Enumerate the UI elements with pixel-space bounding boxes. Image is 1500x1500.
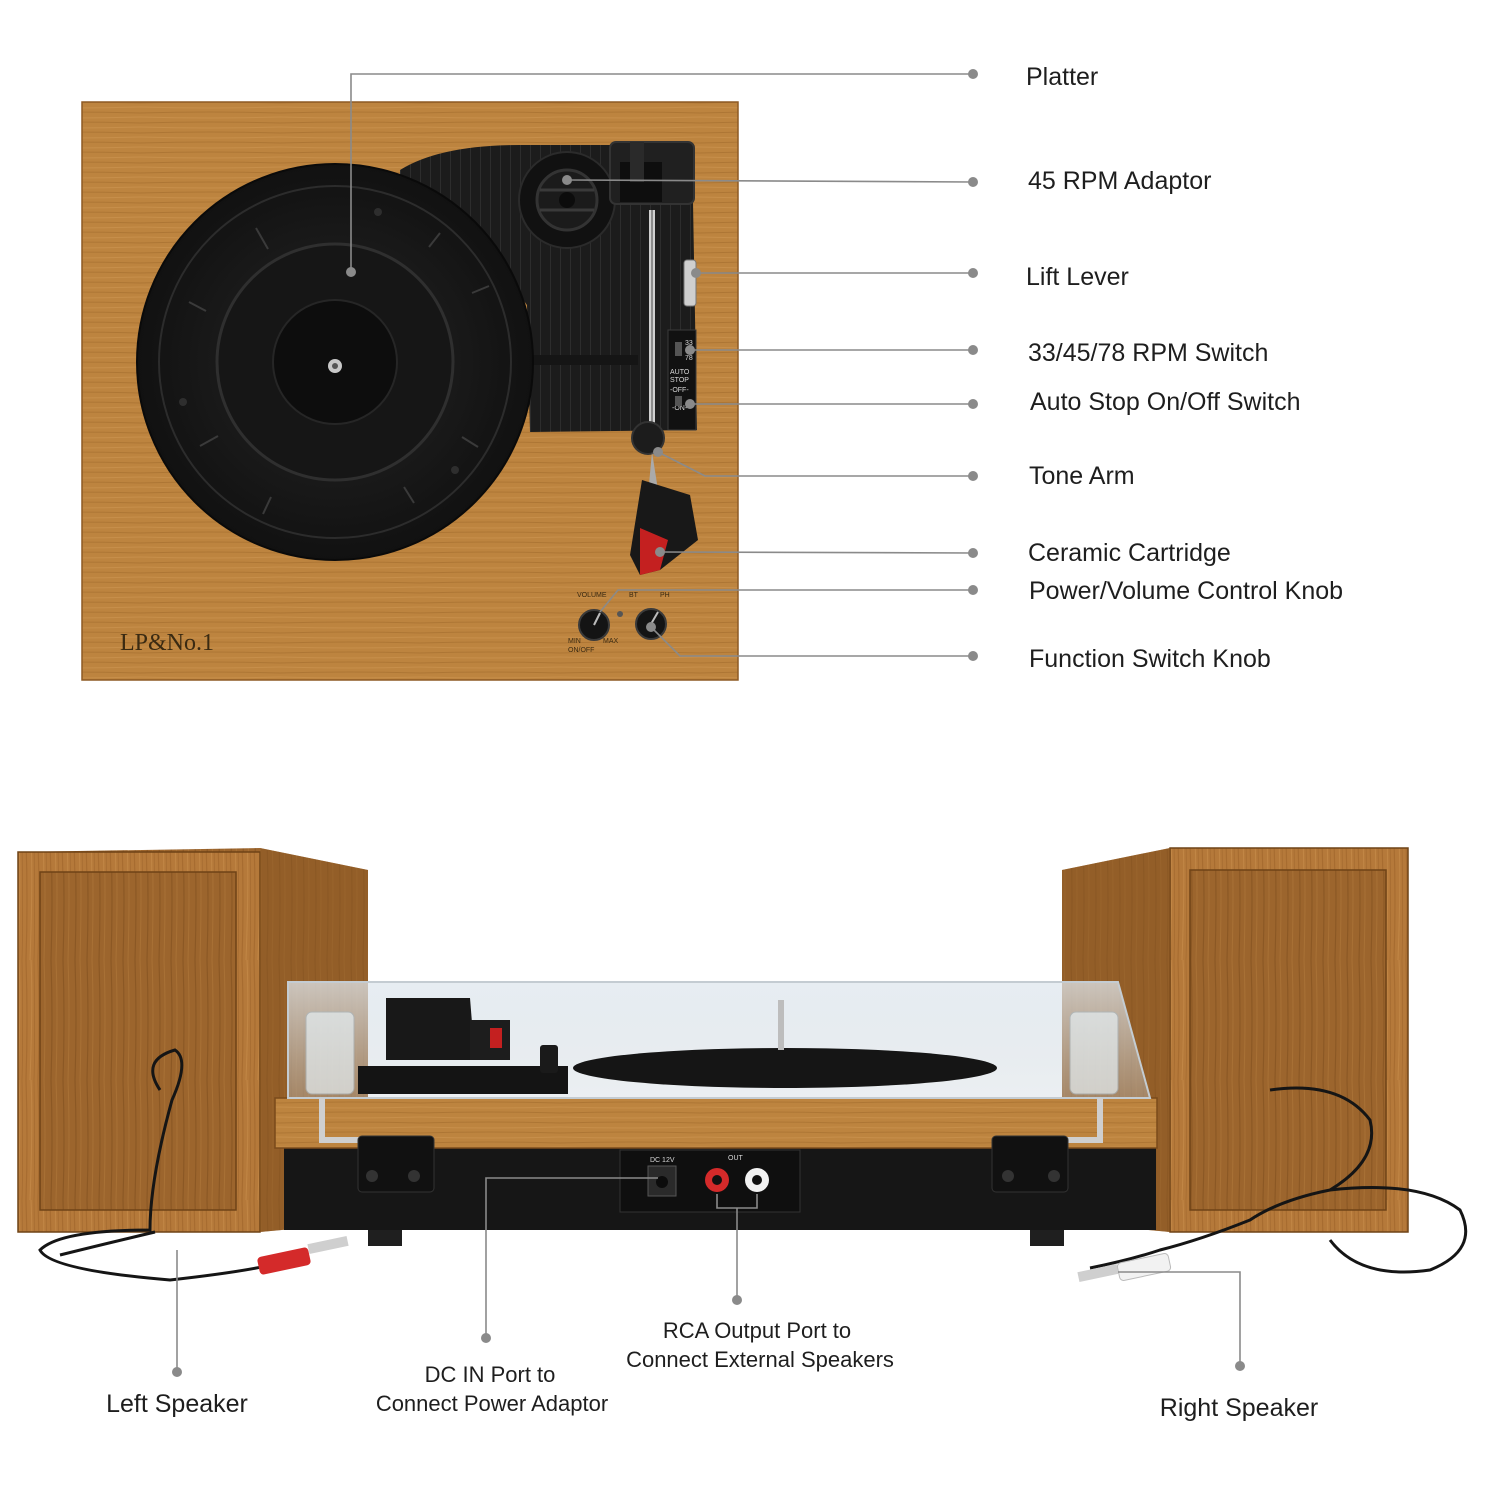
turntable-rear-view: DC 12V OUT bbox=[274, 981, 1158, 1246]
label-ceramic-cartridge: Ceramic Cartridge bbox=[1028, 539, 1231, 567]
auto-text: AUTO bbox=[670, 369, 690, 376]
dc-in-port bbox=[647, 1165, 677, 1197]
label-rca-line1: RCA Output Port to bbox=[663, 1318, 851, 1343]
bt-text: BT bbox=[629, 592, 639, 599]
label-left-speaker: Left Speaker bbox=[106, 1390, 248, 1418]
lift-lever bbox=[683, 259, 697, 307]
max-text: MAX bbox=[603, 638, 619, 645]
turntable-top-view: 33 78 AUTO STOP -OFF- -ON- VOLUME BT PH … bbox=[81, 101, 739, 681]
rca-plugs bbox=[257, 1235, 1172, 1283]
label-function-switch-knob: Function Switch Knob bbox=[1029, 645, 1271, 673]
brand-logo: LP&No.1 bbox=[120, 630, 214, 656]
adaptor-45rpm bbox=[518, 151, 616, 249]
label-lift-lever: Lift Lever bbox=[1026, 263, 1129, 291]
on-text: -ON- bbox=[672, 405, 688, 412]
rpm-78-text: 78 bbox=[685, 355, 693, 362]
volume-text: VOLUME bbox=[577, 592, 607, 599]
bottom-callout-labels: Left Speaker DC IN Port to Connect Power… bbox=[106, 1318, 1318, 1422]
bottom-callout-leaders bbox=[172, 1177, 1245, 1377]
ceramic-cartridge bbox=[630, 480, 698, 575]
label-tone-arm: Tone Arm bbox=[1029, 462, 1135, 490]
top-callout-leaders bbox=[346, 69, 978, 661]
switch-panel: 33 78 AUTO STOP -OFF- -ON- bbox=[667, 329, 697, 431]
onoff-text: ON/OFF bbox=[568, 647, 594, 654]
stop-text: STOP bbox=[670, 377, 689, 384]
label-platter: Platter bbox=[1026, 63, 1098, 91]
label-dc-in-line1: DC IN Port to bbox=[425, 1362, 556, 1387]
dc-12v-text: DC 12V bbox=[650, 1157, 675, 1164]
out-text: OUT bbox=[728, 1155, 744, 1162]
label-45-rpm-adaptor: 45 RPM Adaptor bbox=[1028, 167, 1211, 195]
label-power-volume-knob: Power/Volume Control Knob bbox=[1029, 577, 1343, 605]
label-dc-in-line2: Connect Power Adaptor bbox=[376, 1391, 608, 1416]
label-auto-stop-switch: Auto Stop On/Off Switch bbox=[1030, 388, 1301, 416]
ph-text: PH bbox=[660, 592, 670, 599]
label-right-speaker: Right Speaker bbox=[1160, 1394, 1318, 1422]
top-callout-labels: Platter 45 RPM Adaptor Lift Lever 33/45/… bbox=[1026, 63, 1343, 673]
label-rca-line2: Connect External Speakers bbox=[626, 1347, 894, 1372]
platter bbox=[136, 163, 534, 561]
rpm-33-text: 33 bbox=[685, 340, 693, 347]
label-rpm-switch: 33/45/78 RPM Switch bbox=[1028, 339, 1268, 367]
min-text: MIN bbox=[568, 638, 581, 645]
off-text: -OFF- bbox=[670, 387, 689, 394]
